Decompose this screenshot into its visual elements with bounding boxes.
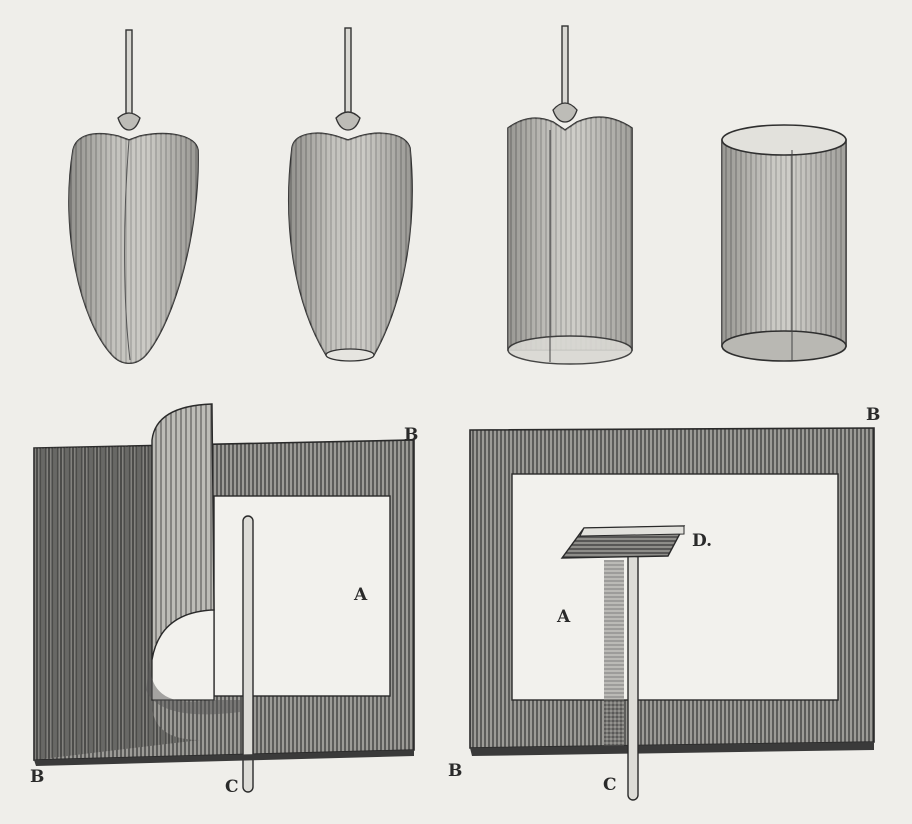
label-b-left-top: B (404, 425, 418, 445)
label-b-right-bottom: B (448, 761, 462, 781)
open-cylinder-figure (721, 124, 847, 362)
label-d-right: D. (692, 531, 712, 551)
left-frame-figure: A B B C (30, 403, 418, 797)
label-a-right: A (556, 607, 571, 627)
tube-cylinder-figure (507, 25, 633, 365)
right-frame-figure: A B B C D. (448, 405, 880, 801)
label-b-left-bottom: B (30, 767, 44, 787)
label-c-left: C (225, 777, 239, 797)
label-c-right: C (603, 775, 617, 795)
open-pod-figure (288, 27, 413, 362)
label-a-left: A (353, 585, 368, 605)
pointed-pod-figure (68, 29, 199, 365)
label-b-right-top: B (866, 405, 880, 425)
